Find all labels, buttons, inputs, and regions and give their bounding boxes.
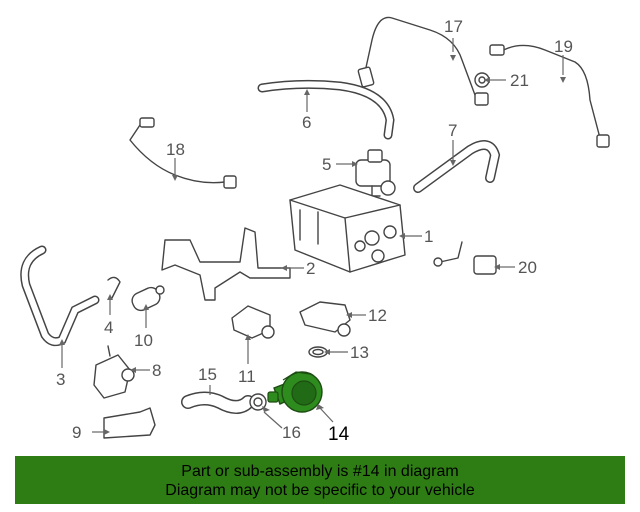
part-14-highlighted-pump[interactable] — [267, 371, 323, 413]
callout-2: 2 — [306, 259, 315, 278]
callout-1: 1 — [424, 227, 433, 246]
part-17-oxygen-sensor[interactable] — [357, 16, 489, 106]
callout-6: 6 — [302, 113, 311, 132]
part-19-oxygen-sensor[interactable] — [489, 44, 610, 148]
part-15-hose[interactable] — [181, 391, 255, 414]
callout-3: 3 — [56, 370, 65, 389]
callout-21: 21 — [510, 71, 529, 90]
callout-12: 12 — [368, 306, 387, 325]
part-5-purge-valve[interactable] — [355, 149, 396, 197]
callout-11: 11 — [238, 367, 256, 386]
callout-numbers: 17 19 21 6 7 18 5 1 2 20 12 4 10 13 8 11… — [56, 17, 573, 445]
callout-18: 18 — [166, 140, 185, 159]
leader-lines — [59, 38, 566, 435]
part-6-hose[interactable] — [257, 79, 395, 140]
callout-10: 10 — [134, 331, 153, 350]
banner-line-2: Diagram may not be specific to your vehi… — [165, 482, 475, 499]
callout-19: 19 — [554, 37, 573, 56]
part-9-bracket[interactable] — [103, 407, 156, 439]
part-10-filter[interactable] — [130, 285, 165, 313]
info-banner: Part or sub-assembly is #14 in diagram D… — [15, 456, 625, 504]
callout-16: 16 — [282, 423, 301, 442]
part-4-clip[interactable] — [107, 276, 121, 299]
callout-14-highlighted: 14 — [328, 424, 350, 445]
part-20-sensor[interactable] — [433, 241, 497, 275]
callout-13: 13 — [350, 343, 369, 362]
callout-8: 8 — [152, 361, 161, 380]
banner-line-1: Part or sub-assembly is #14 in diagram — [181, 463, 459, 480]
callout-7: 7 — [448, 121, 457, 140]
callout-20: 20 — [518, 258, 537, 277]
callout-15: 15 — [198, 365, 217, 384]
callout-17: 17 — [444, 17, 463, 36]
callout-5: 5 — [322, 155, 331, 174]
part-12-pressure-sensor[interactable] — [299, 301, 351, 337]
part-8-valve[interactable] — [93, 345, 135, 399]
part-3-tube[interactable] — [20, 245, 100, 347]
callout-4: 4 — [104, 318, 113, 337]
callout-9: 9 — [72, 423, 81, 442]
part-2-bracket[interactable] — [161, 227, 291, 301]
part-1-charcoal-canister[interactable] — [289, 184, 406, 273]
part-11-sensor[interactable] — [231, 305, 275, 339]
part-7-hose[interactable] — [413, 140, 501, 193]
